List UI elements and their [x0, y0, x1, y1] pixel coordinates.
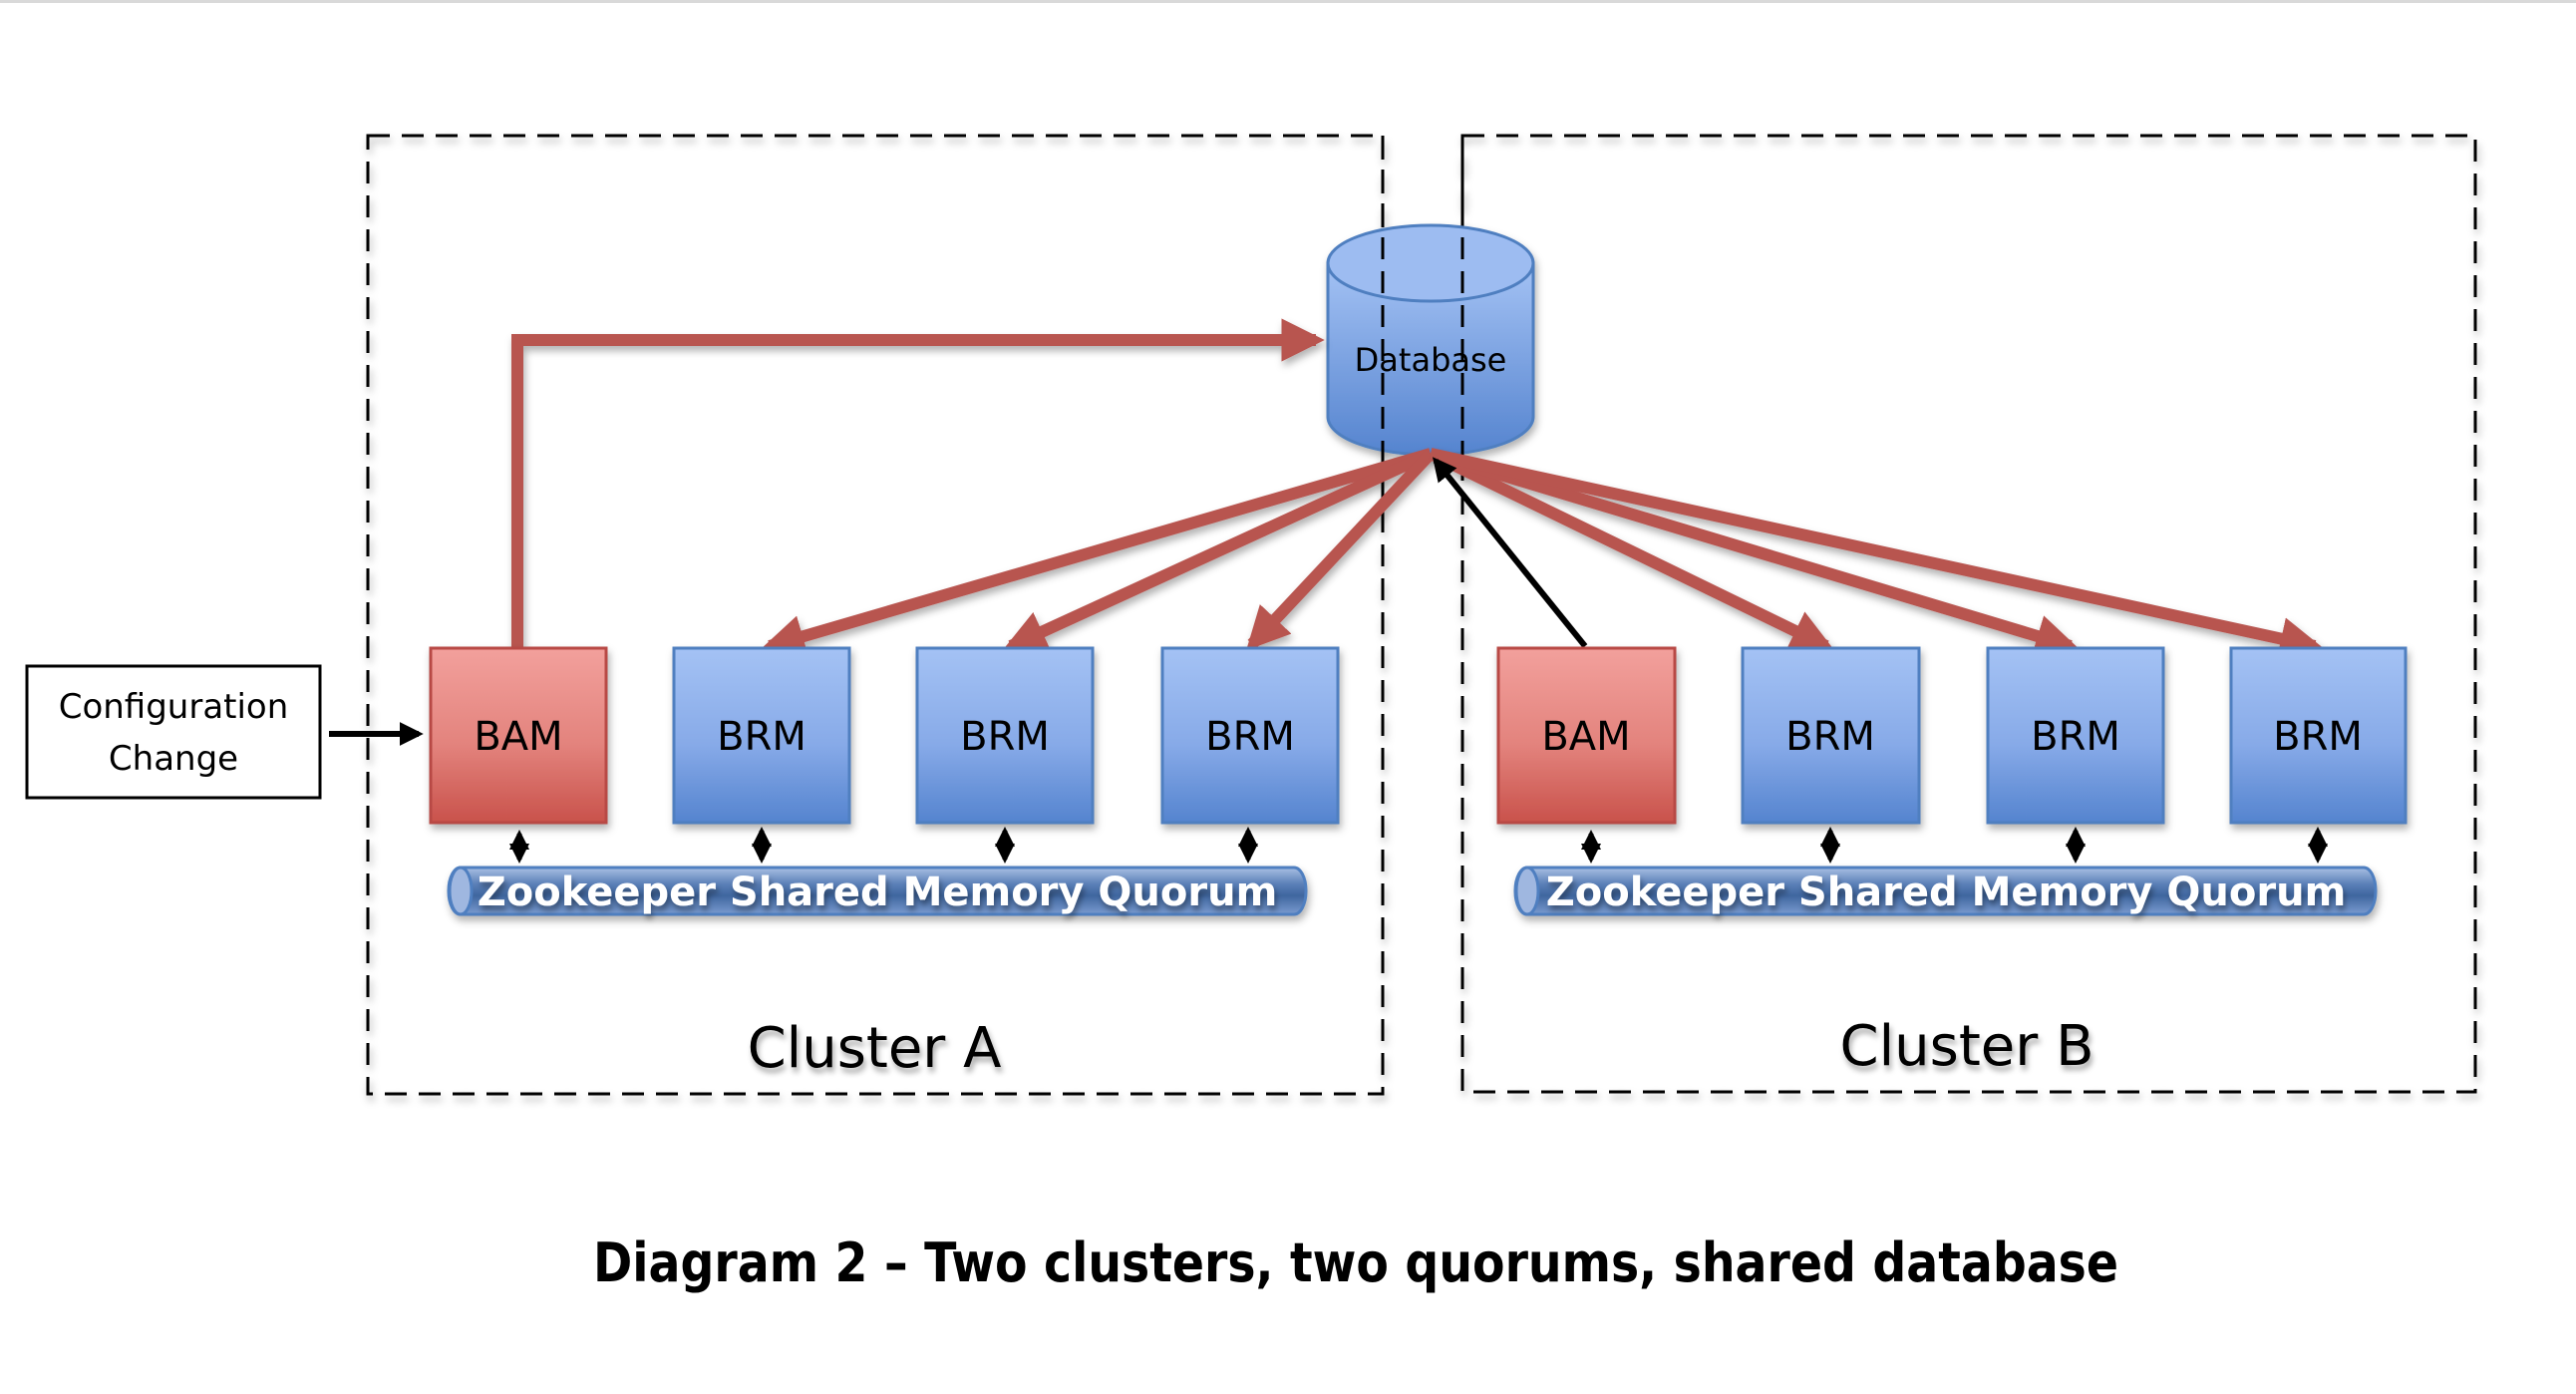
cluster-b-boundary	[1460, 134, 2477, 1094]
cluster-b-quorum-tube	[1513, 866, 2378, 916]
cluster-b-brm-label-3: BRM	[2273, 714, 2363, 760]
cluster-a-quorum-label: Zookeeper Shared Memory Quorum	[478, 870, 1278, 915]
diagram-caption: Diagram 2 – Two clusters, two quorums, s…	[593, 1231, 2118, 1294]
cluster-a-brm-label-3: BRM	[1205, 714, 1295, 760]
edge-bam-a-to-database	[511, 318, 1325, 648]
edge-bam-b-to-database	[1432, 457, 1588, 648]
cluster-a-label: Cluster A	[748, 1016, 1002, 1081]
cluster-b-bam-label: BAM	[1541, 714, 1630, 760]
quorum-connectors	[509, 827, 2328, 864]
cluster-a-bam-node	[429, 646, 608, 825]
cluster-b-bam-node	[1496, 646, 1677, 825]
cluster-a-brm-node-3	[1160, 646, 1340, 825]
top-border-line	[0, 0, 2576, 3]
cluster-b-brm-node-1	[1741, 646, 1921, 825]
cluster-b-nodes: BAM BRM BRM BRM	[1496, 646, 2408, 825]
cluster-b-quorum-label: Zookeeper Shared Memory Quorum	[1546, 870, 2347, 915]
cluster-b-brm-node-3	[2229, 646, 2408, 825]
edge-database-to-brm-a3	[1246, 449, 1436, 651]
edge-database-to-brm-b2	[1429, 448, 2080, 657]
config-change-line2: Change	[109, 739, 238, 779]
edge-database-to-brm-b3	[1429, 448, 2324, 660]
edge-database-to-brm-a1	[761, 448, 1433, 658]
cluster-b-brm-label-1: BRM	[1785, 714, 1875, 760]
cluster-a-nodes: BAM BRM BRM BRM	[429, 646, 1340, 825]
cluster-b-brm-node-2	[1986, 646, 2165, 825]
edge-database-to-brm-a2	[1003, 448, 1434, 652]
config-change-line1: Configuration	[59, 687, 289, 727]
cluster-a-brm-node-1	[672, 646, 851, 825]
cluster-b-brm-label-2: BRM	[2031, 714, 2120, 760]
database-cylinder	[1326, 223, 1535, 457]
red-arrows	[511, 318, 2324, 660]
cluster-a-quorum-tube	[447, 866, 1308, 916]
configuration-change-box: Configuration Change	[25, 664, 322, 800]
database-label: Database	[1355, 341, 1507, 379]
cluster-a-brm-node-2	[915, 646, 1095, 825]
cluster-a-brm-label-2: BRM	[960, 714, 1050, 760]
edge-database-to-brm-b1	[1428, 448, 1834, 652]
cluster-b-label: Cluster B	[1840, 1014, 2094, 1079]
cluster-a-bam-label: BAM	[474, 714, 562, 760]
cluster-a-brm-label-1: BRM	[717, 714, 806, 760]
cluster-a-boundary	[366, 134, 1385, 1096]
